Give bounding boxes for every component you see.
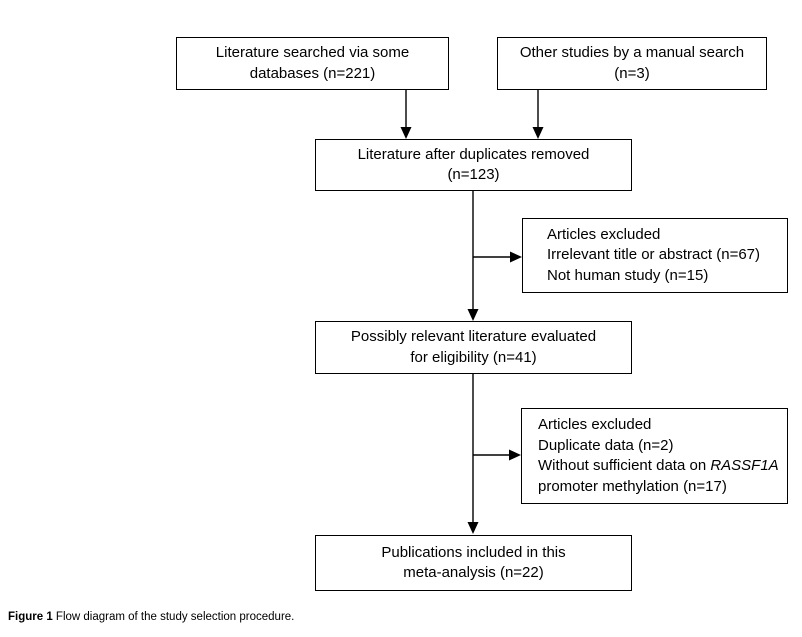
box-articles-excluded-eligibility: Articles excluded Duplicate data (n=2) W…: [521, 408, 788, 504]
box-line: Other studies by a manual search: [519, 44, 745, 61]
box-line: Duplicate data (n=2): [538, 436, 674, 454]
arrowhead-right-icon: [510, 251, 522, 263]
box-publications-included: Publications included in this meta-analy…: [315, 535, 632, 591]
box-line: (n=123): [447, 166, 500, 183]
box-line: databases (n=221): [249, 64, 376, 82]
box-literature-searched: Literature searched via some databases (…: [176, 37, 449, 90]
box-articles-excluded-screening: Articles excluded Irrelevant title or ab…: [522, 218, 788, 293]
box-line: Possibly relevant literature evaluated: [350, 328, 597, 345]
arrowhead-down-icon: [400, 127, 412, 139]
gene-name-rassf1a: RASSF1A: [710, 457, 779, 474]
box-line: Publications included in this: [381, 543, 566, 561]
arrowhead-down-icon: [467, 309, 479, 321]
figure-caption: Figure 1 Flow diagram of the study selec…: [8, 610, 294, 625]
box-line: (n=3): [614, 64, 650, 82]
box-manual-search: Other studies by a manual search (n=3): [497, 37, 767, 90]
box-line-text: Without sufficient data on: [538, 457, 711, 474]
arrowhead-down-icon: [532, 127, 544, 139]
box-line: Literature after duplicates removed: [357, 145, 590, 163]
box-line: Articles excluded: [547, 225, 661, 243]
caption-text: Flow diagram of the study selection proc…: [52, 611, 295, 623]
box-line: meta-analysis (n=22): [403, 564, 544, 581]
caption-figure-label: Figure 1: [8, 611, 53, 623]
box-duplicates-removed: Literature after duplicates removed (n=1…: [315, 139, 632, 191]
box-line: for eligibility (n=41): [410, 348, 537, 366]
box-line: Not human study (n=15): [547, 266, 709, 284]
box-eligibility-evaluated: Possibly relevant literature evaluated f…: [315, 321, 632, 374]
box-line: promoter methylation (n=17): [538, 477, 727, 495]
box-line: Irrelevant title or abstract (n=67): [547, 246, 761, 264]
box-line: Literature searched via some: [215, 44, 410, 61]
box-line: Without sufficient data on RASSF1A: [538, 456, 779, 477]
box-line: Articles excluded: [538, 416, 652, 433]
arrowhead-down-icon: [467, 522, 479, 534]
arrowhead-right-icon: [509, 449, 521, 461]
